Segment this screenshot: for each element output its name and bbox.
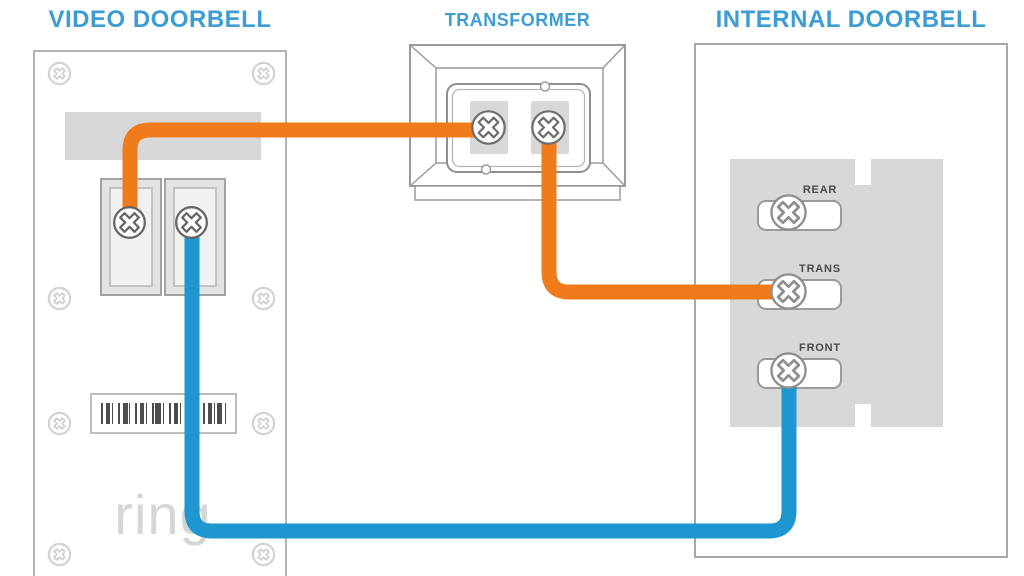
mounting-screw-icon	[251, 542, 276, 567]
terminal-label-front: FRONT	[799, 342, 841, 354]
transformer-box	[409, 44, 626, 201]
video-doorbell-title: VIDEO DOORBELL	[48, 6, 272, 33]
mounting-screw-icon	[47, 286, 72, 311]
barcode	[90, 393, 237, 434]
video-doorbell-left-terminal-screw-icon	[112, 205, 147, 245]
terminal-label-trans: TRANS	[799, 263, 841, 275]
internal-doorbell-title: INTERNAL DOORBELL	[715, 6, 987, 33]
trans-terminal-screw-icon	[769, 272, 808, 316]
mounting-screw-icon	[47, 61, 72, 86]
transformer-title: TRANSFORMER	[444, 10, 591, 30]
chime-plate-notch-bottom	[855, 404, 871, 427]
rear-terminal-screw-icon	[769, 193, 808, 237]
chime-plate-notch-top	[855, 159, 871, 185]
mounting-screw-icon	[47, 411, 72, 436]
ring-logo: ring	[114, 483, 212, 546]
transformer-right-terminal-screw-icon	[530, 109, 567, 151]
mounting-screw-icon	[251, 61, 276, 86]
plate-notch	[480, 164, 492, 175]
terminal-label-rear: REAR	[802, 184, 838, 196]
video-doorbell-panel: ring	[33, 50, 287, 576]
plate-notch	[539, 81, 551, 92]
video-doorbell-right-terminal-screw-icon	[174, 205, 209, 245]
mounting-screw-icon	[47, 542, 72, 567]
barcode-bars	[101, 403, 226, 424]
mounting-screw-icon	[251, 411, 276, 436]
camera-strip	[65, 112, 261, 160]
internal-doorbell-panel: REAR TRANS FRONT	[694, 43, 1008, 558]
transformer-left-terminal-screw-icon	[470, 109, 507, 151]
mounting-screw-icon	[251, 286, 276, 311]
front-terminal-screw-icon	[769, 351, 808, 395]
